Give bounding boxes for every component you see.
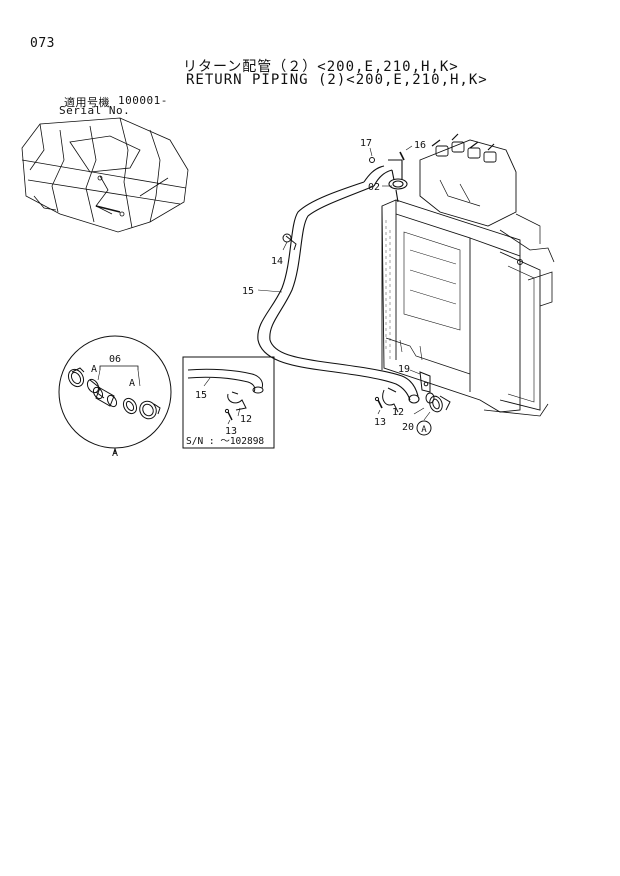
callout-20: 20 <box>402 422 414 433</box>
detail-a-circle <box>58 335 172 454</box>
detail-a-label-bottom: A <box>112 448 118 459</box>
hardware-parts <box>282 145 451 436</box>
callout-17: 17 <box>360 138 372 149</box>
page-title-japanese: リターン配管（２）<200,E,210,H,K> <box>183 59 459 75</box>
serial-number-value: 100001- <box>118 94 168 107</box>
detail-a-part-06: 06 <box>109 354 121 365</box>
inset-serial-note: S/N : ～102898 <box>186 436 264 447</box>
callout-14: 14 <box>271 256 283 267</box>
inset-callout-13: 13 <box>225 426 237 437</box>
callout-13: 13 <box>374 417 386 428</box>
inset-callout-12: 12 <box>240 414 252 425</box>
callout-16: 16 <box>414 140 426 151</box>
inset-callout-15: 15 <box>195 390 207 401</box>
detail-a-marker <box>416 420 432 436</box>
detail-a-label-right: A <box>129 378 135 389</box>
serial-label-english: Serial No. <box>59 104 131 117</box>
cooler-assembly <box>381 133 555 417</box>
page-title-english: RETURN PIPING (2)<200,E,210,H,K> <box>186 72 488 88</box>
callout-12: 12 <box>392 407 404 418</box>
callout-15: 15 <box>242 286 254 297</box>
callout-19: 19 <box>398 364 410 375</box>
serial-label-japanese: 適用号機 <box>64 96 110 109</box>
callout-02: 02 <box>368 182 380 193</box>
machine-overview-sketch <box>21 117 189 233</box>
page-number: 073 <box>30 36 55 51</box>
detail-a-label-left: A <box>91 364 97 375</box>
return-pipe <box>257 159 420 404</box>
inset-box <box>182 356 275 449</box>
callout-a-marker: A <box>421 425 427 435</box>
